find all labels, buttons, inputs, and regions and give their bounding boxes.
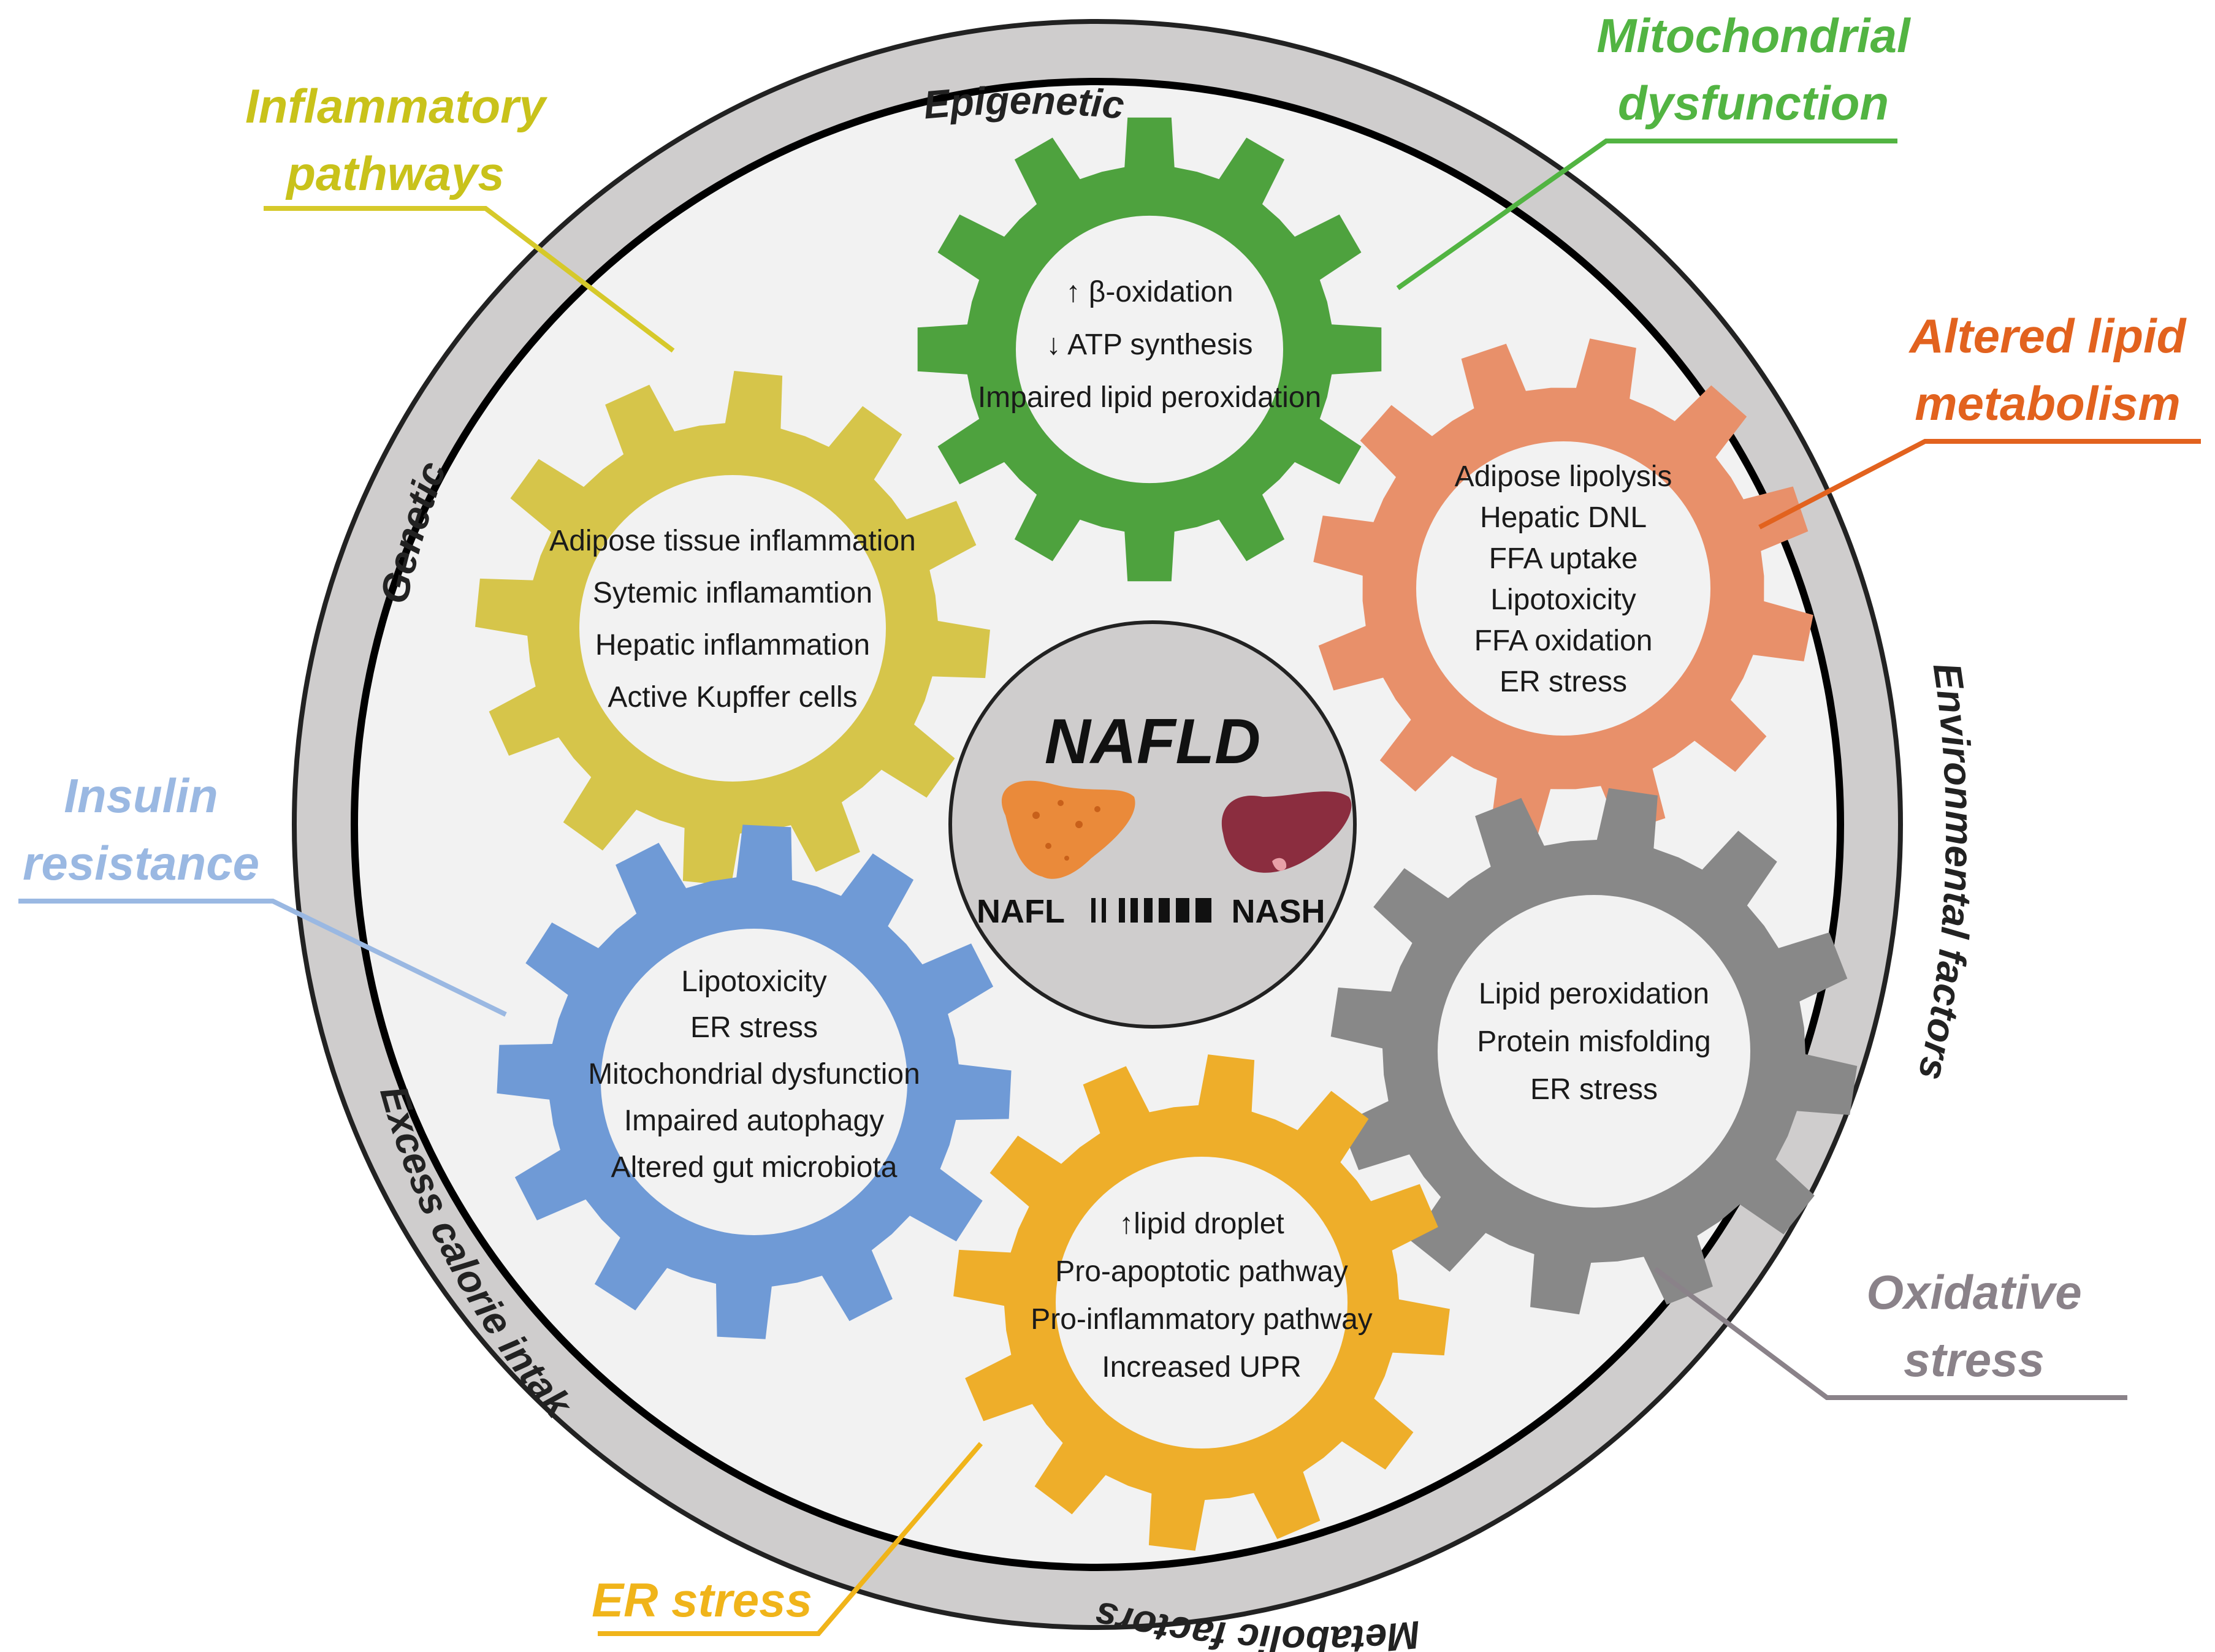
gear-line: Lipotoxicity — [1490, 584, 1636, 616]
oxidative-stress-gear — [1330, 788, 1858, 1315]
gear-line: FFA oxidation — [1474, 625, 1653, 657]
lipid-callout-line — [1758, 439, 2201, 530]
gear-line: Sytemic inflamamtion — [593, 577, 872, 609]
gear-line: Mitochondrial dysfunction — [588, 1058, 920, 1091]
label-line: Inflammatory — [245, 79, 547, 133]
label-line: metabolism — [1915, 376, 2180, 430]
nafl-label: NAFL — [977, 893, 1065, 930]
label-line: Mitochondrial — [1596, 9, 1911, 63]
label-line: resistance — [23, 836, 259, 890]
er-gear-text: ↑lipid droplet Pro-apoptotic pathway Pro… — [1031, 1208, 1373, 1384]
oxidative-callout-line — [1653, 1266, 2127, 1400]
gear-line: Active Kupffer cells — [608, 681, 857, 714]
center-title: NAFLD — [1045, 706, 1260, 777]
label-line: ER stress — [592, 1573, 812, 1627]
insulin-gear-text: Lipotoxicity ER stress Mitochondrial dys… — [588, 965, 920, 1184]
mitochondrial-callout-line — [1396, 139, 1897, 291]
gear-line: Pro-apoptotic pathway — [1055, 1255, 1348, 1288]
er-label: ER stress — [592, 1573, 812, 1627]
oxidative-gear-text: Lipid peroxidation Protein misfolding ER… — [1477, 978, 1711, 1106]
gear-line: Impaired autophagy — [624, 1105, 884, 1137]
mitochondrial-gear — [917, 117, 1382, 582]
gear-line: FFA uptake — [1489, 542, 1638, 575]
progression-bar-icon — [1091, 898, 1211, 923]
center-circle — [948, 620, 1357, 1029]
gear-line: ER stress — [690, 1011, 818, 1044]
gear-layer — [475, 117, 1858, 1551]
gear-line: Lipotoxicity — [681, 965, 826, 998]
nash-label: NASH — [1231, 893, 1325, 930]
gear-line: ER stress — [1530, 1073, 1658, 1106]
label-line: Oxidative — [1866, 1265, 2081, 1319]
label-line: Insulin — [64, 769, 218, 823]
inflammatory-gear — [475, 371, 990, 886]
gear-line: Impaired lipid peroxidation — [978, 381, 1321, 414]
inflammatory-gear-text: Adipose tissue inflammation Sytemic infl… — [549, 525, 916, 714]
gear-line: ↑ β-oxidation — [1066, 276, 1233, 308]
gear-line: ↓ ATP synthesis — [1046, 329, 1252, 361]
ring-label-epigenetic: Epigenetic — [921, 78, 1126, 127]
mitochondrial-label: Mitochondrial dysfunction — [1596, 9, 1911, 130]
gear-line: Adipose tissue inflammation — [549, 525, 916, 557]
insulin-callout-line — [18, 899, 507, 1017]
lipid-metabolism-gear — [1313, 338, 1813, 839]
gear-line: Lipid peroxidation — [1479, 978, 1709, 1010]
er-callout-line — [598, 1442, 983, 1636]
gear-line: Protein misfolding — [1477, 1026, 1711, 1058]
inflammatory-callout-line — [264, 206, 675, 353]
lipid-gear-text: Adipose lipolysis Hepatic DNL FFA uptake… — [1455, 460, 1672, 698]
gear-line: Hepatic DNL — [1480, 501, 1647, 534]
gear-line: Pro-inflammatory pathway — [1031, 1303, 1373, 1336]
ring-label-environmental: Environmental factors — [1910, 660, 1981, 1084]
gear-line: Hepatic inflammation — [595, 629, 870, 661]
gear-line: ER stress — [1500, 666, 1627, 698]
fatty-liver-icon — [1001, 780, 1135, 879]
gear-line: Altered gut microbiota — [611, 1151, 898, 1184]
er-stress-gear — [953, 1054, 1450, 1551]
mitochondrial-gear-text: ↑ β-oxidation ↓ ATP synthesis Impaired l… — [978, 276, 1321, 414]
gear-line: Adipose lipolysis — [1455, 460, 1672, 493]
insulin-label: Insulin resistance — [23, 769, 259, 890]
gear-line: ↑lipid droplet — [1119, 1208, 1284, 1240]
oxidative-label: Oxidative stress — [1866, 1265, 2081, 1387]
label-line: Altered lipid — [1908, 309, 2187, 363]
label-line: pathways — [285, 147, 504, 200]
nash-liver-icon — [1221, 791, 1352, 873]
gear-line: Increased UPR — [1102, 1351, 1301, 1384]
label-line: stress — [1904, 1333, 2045, 1387]
inflammatory-label: Inflammatory pathways — [245, 79, 547, 200]
label-line: dysfunction — [1618, 76, 1889, 130]
insulin-resistance-gear — [497, 824, 1012, 1339]
lipid-label: Altered lipid metabolism — [1908, 309, 2187, 430]
